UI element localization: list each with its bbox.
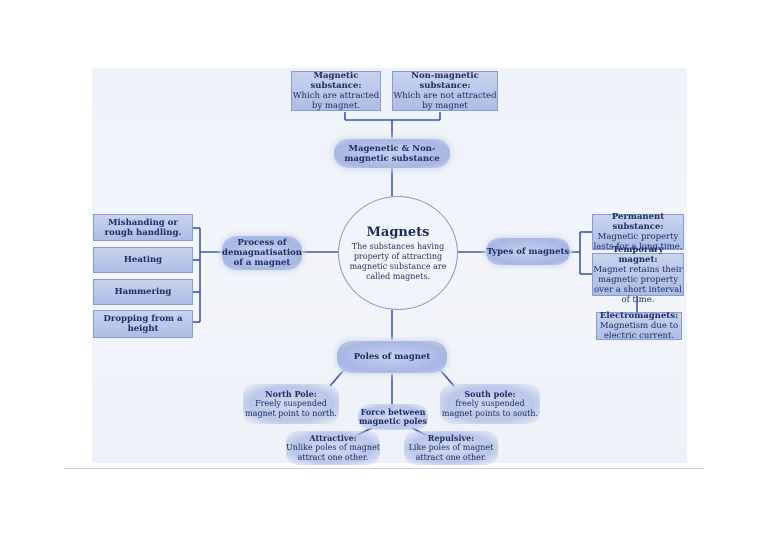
center-title: Magnets [366, 224, 430, 240]
hub-magnetic-nonmagnetic: Magenetic & Non-magnetic substance [334, 139, 450, 168]
cloud-force-between-poles: Force between magnetic poles [358, 404, 428, 430]
hub-types-of-magnets: Types of magnets [486, 238, 570, 265]
box-magnetic-substance: Magnetic substance: Which are attracted … [291, 71, 381, 111]
hub-demagnetisation: Process of demagnatisation of a magnet [222, 236, 302, 270]
cloud-attractive: Attractive: Unlike poles of magnet attra… [286, 431, 380, 465]
box-permanent-magnet: Permanent substance: Magnetic property l… [592, 212, 684, 252]
item-dropping: Dropping from a height [93, 310, 193, 338]
item-mishandling: Mishanding or rough handling. [93, 214, 193, 241]
hub-poles-of-magnet: Poles of magnet [337, 341, 447, 373]
center-description: The substances having property of attrac… [349, 241, 447, 281]
box-temporary-magnet: Temporary magnet: Magnet retains their m… [592, 244, 684, 305]
nonmagnetic-substance-title: Non-magnetic substance: [411, 71, 479, 91]
box-nonmagnetic-substance: Non-magnetic substance: Which are not at… [392, 71, 498, 111]
cloud-north-pole: North Pole: Freely suspended magnet poin… [243, 384, 339, 424]
box-electromagnets: Electromagnets: Magnetism due to electri… [596, 311, 682, 341]
cloud-repulsive: Repulsive: Like poles of magnet attract … [404, 431, 498, 465]
item-heating: Heating [93, 247, 193, 273]
magnetic-substance-title: Magnetic substance: [310, 71, 362, 91]
item-hammering: Hammering [93, 279, 193, 305]
nonmagnetic-substance-text: Which are not attracted by magnet [393, 91, 497, 111]
center-magnets: Magnets The substances having property o… [338, 196, 458, 310]
magnetic-substance-text: Which are attracted by magnet. [292, 91, 380, 111]
cloud-south-pole: South pole: freely suspended magnet poin… [440, 384, 540, 424]
page-divider [64, 468, 704, 469]
